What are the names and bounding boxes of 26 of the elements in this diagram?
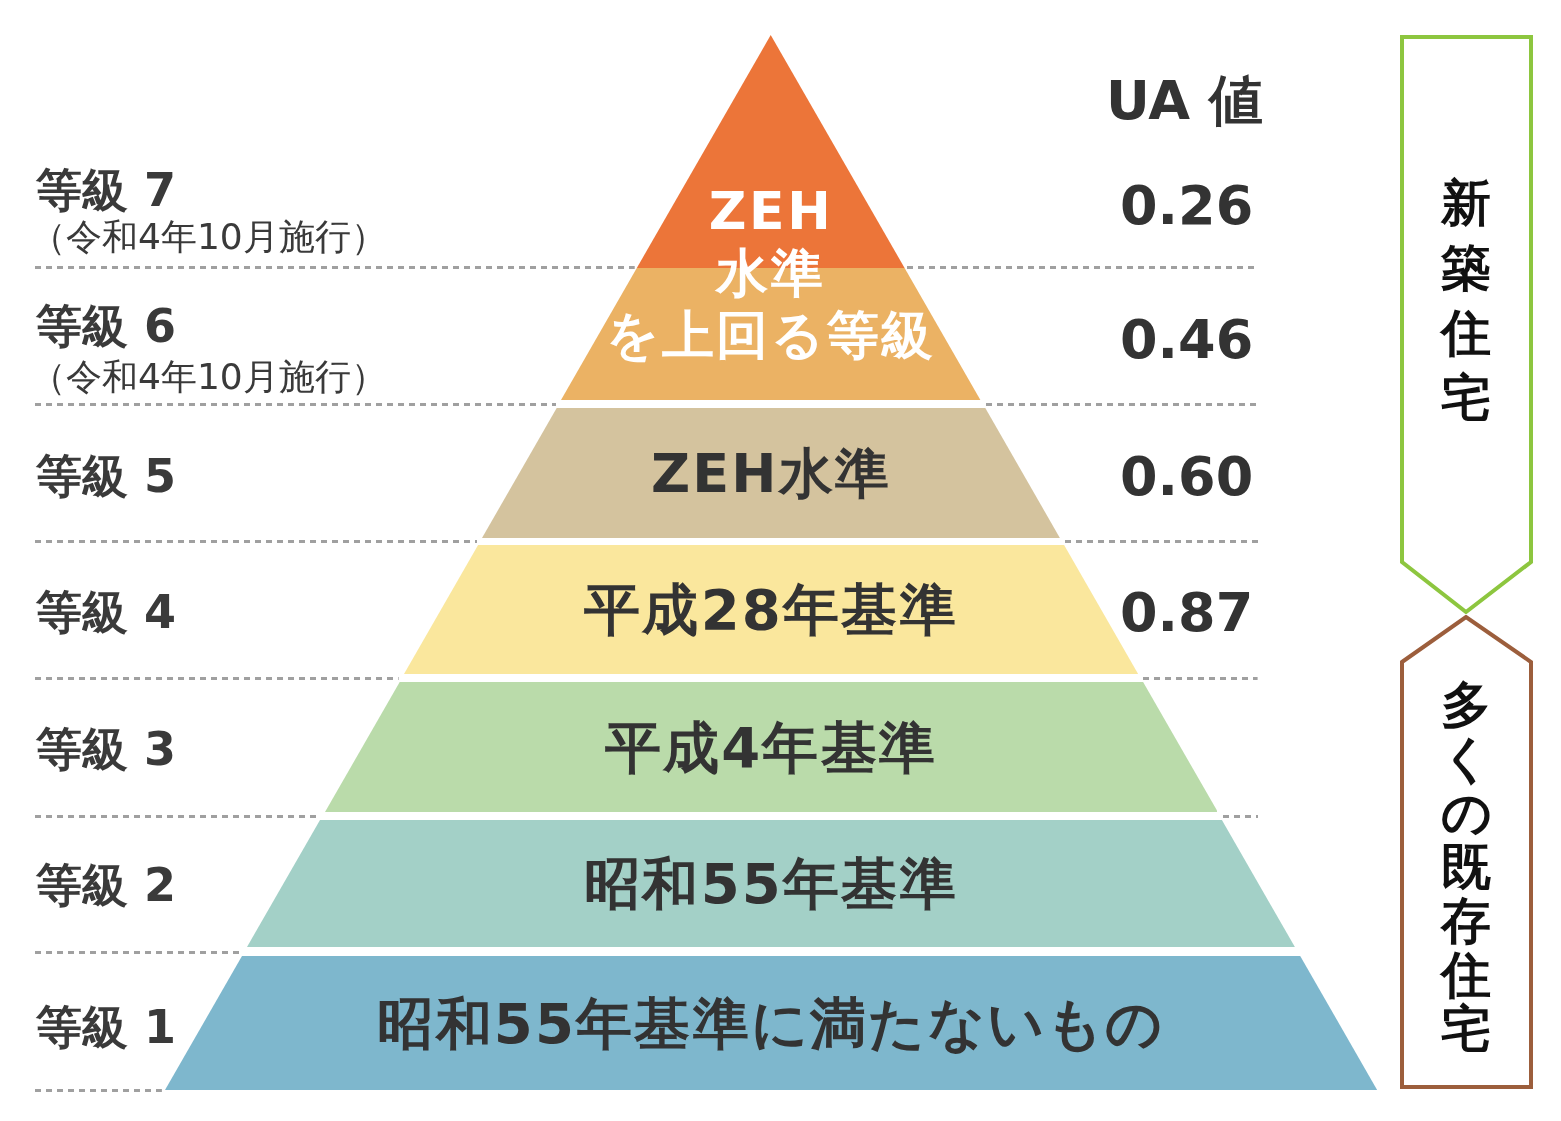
grade-label: 等級 6 [36,298,177,354]
pyramid-tier [561,35,981,400]
grade-label: 等級 4 [36,584,177,640]
category-banner [1400,35,1533,615]
grade-label: 等級 2 [36,857,177,913]
ua-value: 0.60 [1120,443,1254,509]
pyramid-tier [324,682,1218,812]
column-header: UA 値 [1106,67,1263,133]
tier-label: 平成28年基準 [584,576,958,643]
tier-label: 平成4年基準 [604,713,938,781]
pyramid-tier [247,820,1295,947]
pyramid-tier [482,408,1060,538]
grade-label: 等級 5 [36,448,177,504]
banner-label: 新築住宅 [1439,173,1492,429]
category-banner [1400,615,1533,1089]
date-note: （令和4年10月施行） [30,354,387,398]
banner-label: 多くの既存住宅 [1439,678,1493,1056]
ua-value: 0.26 [1120,172,1254,238]
tier-label: 昭和55年基準 [584,850,958,917]
tier-label: 昭和55年基準に満たないもの [377,989,1165,1057]
grade-label: 等級 1 [36,999,177,1055]
ua-value: 0.87 [1120,579,1254,645]
grade-label: 等級 3 [36,721,177,777]
tier-label: ZEH水準 [650,440,891,506]
tier-label: ZEH水準を上回る等級 [605,180,937,366]
ua-value: 0.46 [1120,306,1254,372]
